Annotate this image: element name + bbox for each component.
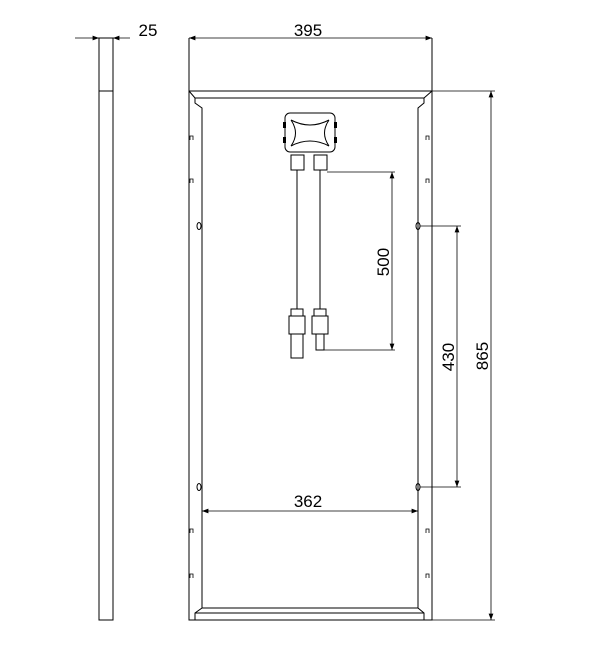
cable-length-label: 500 bbox=[374, 248, 393, 276]
cable-length-dimension: 500 bbox=[324, 171, 395, 351]
hole-horizontal-dimension: 362 bbox=[201, 490, 419, 515]
width-dimension: 395 bbox=[294, 21, 322, 40]
hole-vertical-dimension: 430 bbox=[420, 225, 461, 488]
junction-box bbox=[283, 112, 337, 171]
height-dimension: 865 bbox=[432, 90, 495, 621]
height-label: 865 bbox=[473, 342, 492, 370]
frame-notches bbox=[189, 135, 430, 578]
cables bbox=[288, 170, 329, 359]
thickness-dimension: 25 bbox=[139, 21, 158, 40]
panel-frame bbox=[188, 35, 433, 621]
side-view: 25 bbox=[75, 21, 158, 621]
hole-horizontal-label: 362 bbox=[294, 492, 322, 511]
hole-vertical-label: 430 bbox=[439, 343, 458, 371]
